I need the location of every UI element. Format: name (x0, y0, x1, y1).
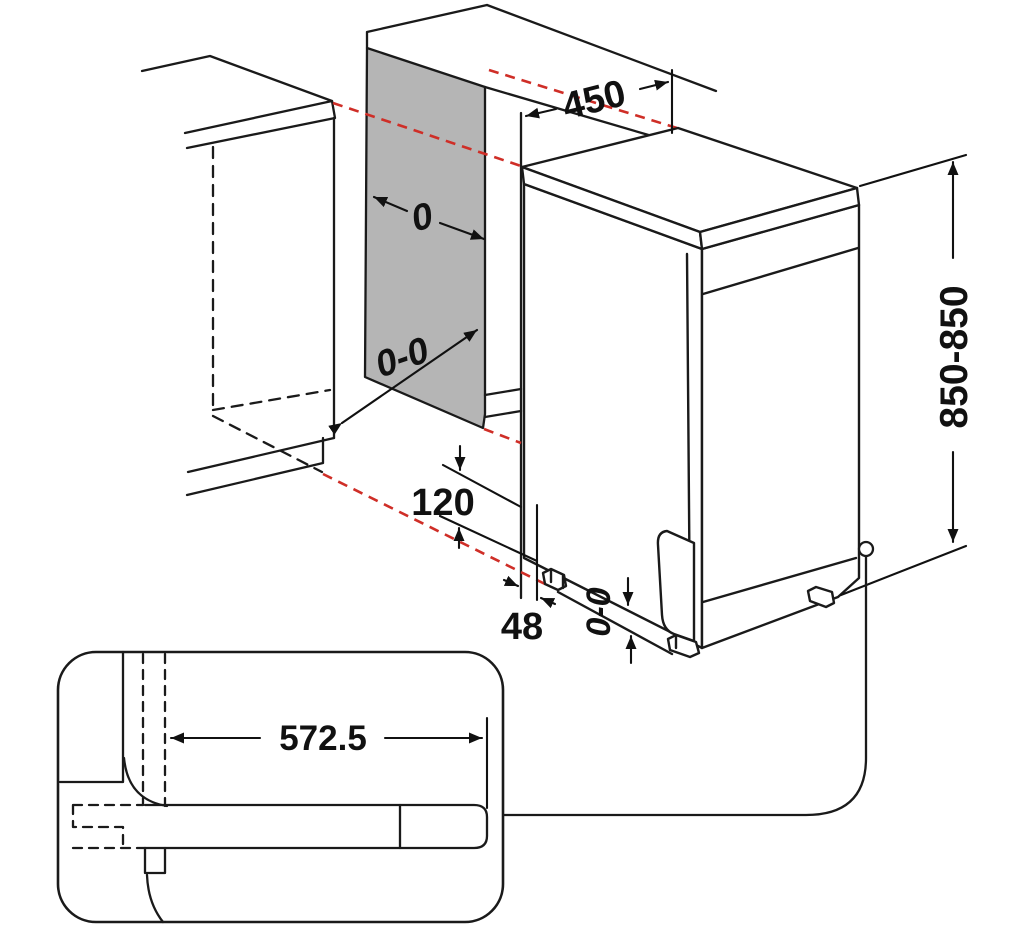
plan-front-details (143, 846, 167, 924)
dimension-plinth-depth: 48 (501, 503, 557, 648)
dishwasher-door-bottom-line (701, 556, 858, 604)
dimension-annotations: 450 0 0-0 850-850 120 (328, 68, 976, 665)
dimension-depth-label: 572.5 (279, 719, 367, 758)
dimension-feet: 0-0 (580, 576, 637, 665)
alignment-line-bottom-panel (483, 427, 522, 445)
plan-hidden-verticals (141, 652, 167, 808)
dishwasher-foot-front (666, 633, 701, 659)
callout-bubble (56, 650, 505, 924)
callout-leader-line (501, 554, 868, 817)
dishwasher-foot-left (541, 567, 568, 592)
dimension-height: 850-850 (839, 153, 976, 597)
right-cabinet-countertop-front (483, 85, 654, 138)
dishwasher-toe-recess (656, 529, 696, 643)
right-cabinet-countertop-back (365, 3, 489, 50)
alignment-line-bottom-left (322, 472, 546, 586)
dishwasher-floor-line (556, 590, 674, 656)
plan-dishwasher-body (143, 803, 489, 850)
dimension-plinth-height-label: 120 (411, 482, 474, 524)
dishwasher-worktop-edge-front (698, 186, 861, 251)
dimension-plinth-height: 120 (411, 444, 539, 563)
callout-plan-view (58, 650, 489, 924)
dishwasher-control-panel-line (701, 246, 860, 296)
alignment-lines (322, 68, 678, 586)
detail-callout: 572.5 (56, 540, 875, 924)
left-cabinet (140, 54, 337, 497)
right-cabinet-plinth-notch (483, 387, 523, 419)
dimension-height-label: 850-850 (933, 285, 976, 428)
dimension-plinth-depth-label: 48 (501, 606, 543, 648)
callout-anchor-circle (857, 540, 875, 558)
left-cabinet-hidden-edges (211, 145, 332, 474)
dimension-width: 450 (524, 68, 674, 135)
left-cabinet-countertop-edge (185, 99, 337, 150)
dimension-width-label: 450 (558, 72, 630, 128)
dishwasher (520, 126, 861, 659)
left-cabinet-plinth (185, 436, 336, 497)
dimension-feet-label: 0-0 (580, 587, 618, 636)
right-cabinet-countertop-right (485, 3, 718, 93)
plan-wall-lines (58, 650, 125, 784)
dimension-depth: 572.5 (169, 716, 489, 810)
left-cabinet-countertop (140, 54, 334, 135)
dishwasher-foot-right (806, 585, 836, 609)
plan-hidden-step (71, 803, 147, 850)
